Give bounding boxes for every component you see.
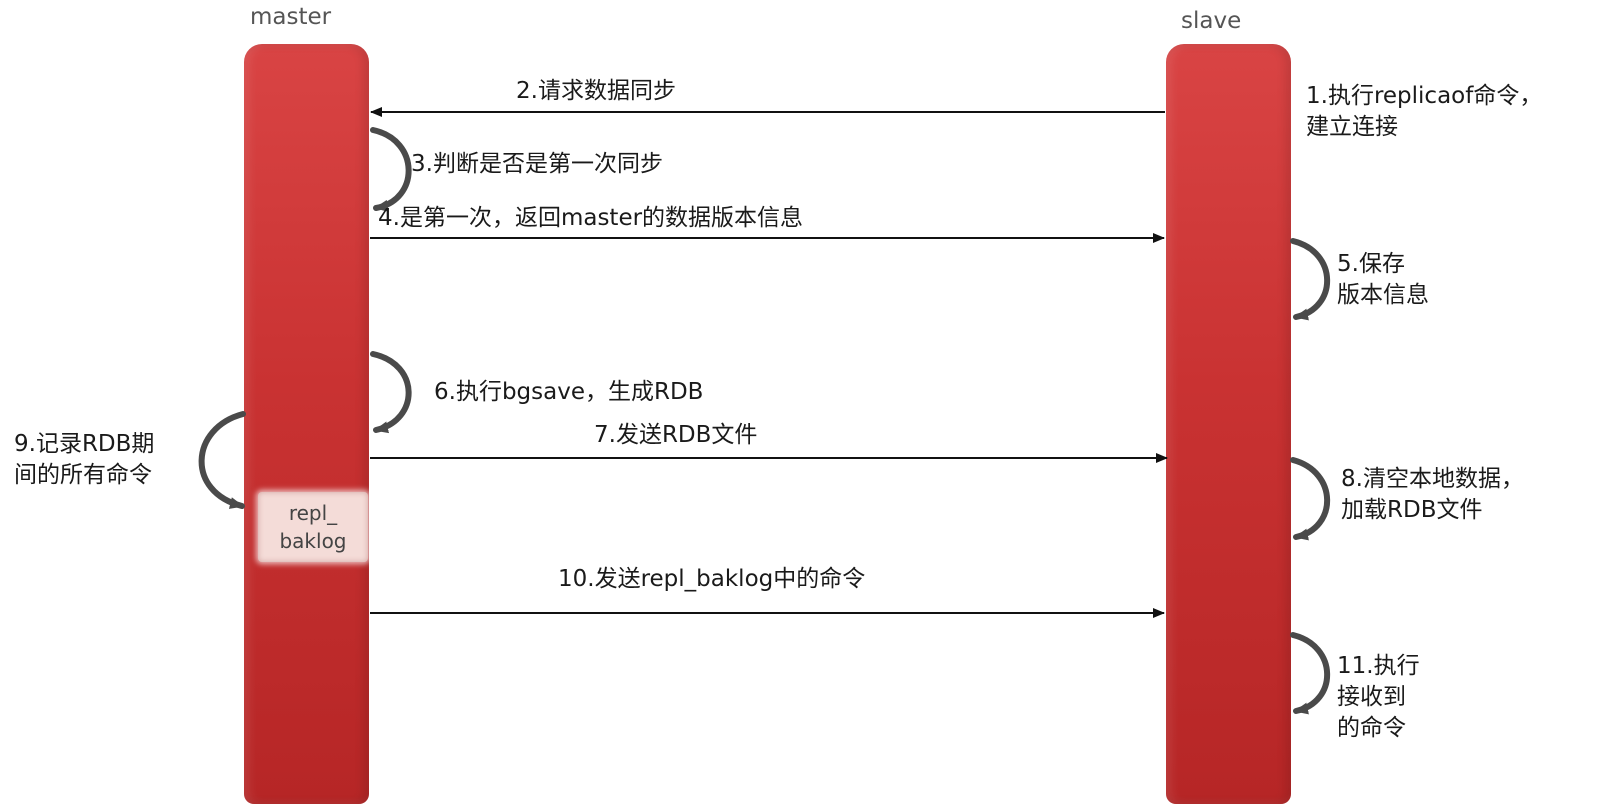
buffer-label-line2: baklog [279,529,347,553]
master-title: master [250,4,332,30]
step5-label: 5.保存 版本信息 [1337,251,1429,308]
self-arrow-save-version [1290,238,1331,321]
step3-label: 3.判断是否是第一次同步 [411,151,663,177]
self-arrow-check-first [370,127,412,212]
step11-label: 11.执行 接收到 的命令 [1337,653,1420,741]
step9-label: 9.记录RDB期 间的所有命令 [14,431,155,488]
step7-label: 7.发送RDB文件 [594,422,758,448]
step10-label: 10.发送repl_baklog中的命令 [558,566,866,592]
step6-label: 6.执行bgsave，生成RDB [434,379,704,405]
self-arrow-record-commands [198,411,246,509]
repl-baklog-buffer: repl_ baklog [258,492,368,562]
step8-label: 8.清空本地数据， 加载RDB文件 [1341,466,1524,523]
buffer-label-line1: repl_ [288,501,338,525]
slave-lifeline [1166,44,1291,804]
step1-label: 1.执行replicaof命令， 建立连接 [1306,83,1543,140]
self-arrow-load-rdb [1290,457,1331,541]
step4-label: 4.是第一次，返回master的数据版本信息 [378,205,804,231]
step2-label: 2.请求数据同步 [516,78,676,104]
self-arrow-bgsave [370,351,412,434]
master-lifeline [244,44,369,804]
slave-title: slave [1181,8,1242,34]
self-arrow-execute-commands [1290,632,1331,715]
